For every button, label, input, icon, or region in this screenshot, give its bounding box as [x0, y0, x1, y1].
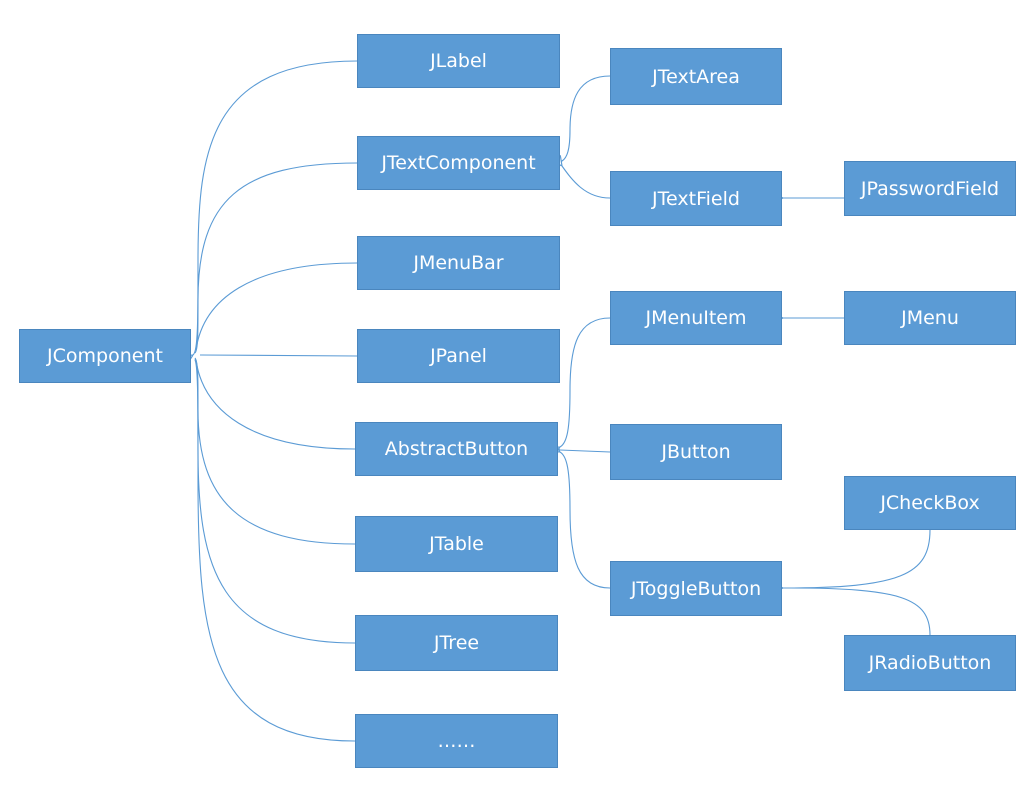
node-jpanel: JPanel	[357, 329, 560, 383]
node-more: ……	[355, 714, 558, 768]
edge-more-jcomponent	[194, 359, 356, 742]
edge-jtree-jcomponent	[194, 358, 356, 644]
edge-jtogglebutton-abstractbutton	[560, 452, 611, 589]
edge-jmenuitem-abstractbutton	[560, 317, 611, 447]
node-jtree: JTree	[355, 615, 558, 671]
node-abstractbutton: AbstractButton	[355, 422, 558, 476]
node-jtable: JTable	[355, 516, 558, 572]
edge-jpanel-jcomponent	[199, 354, 358, 357]
edge-jtextarea-jtextcomponent	[562, 75, 611, 161]
edge-jtextfield-jtextcomponent	[562, 166, 611, 199]
node-jcheckbox: JCheckBox	[844, 476, 1016, 530]
edge-jtable-jcomponent	[194, 357, 356, 545]
node-jmenuitem: JMenuItem	[610, 291, 782, 345]
node-jradiobutton: JRadioButton	[844, 635, 1016, 691]
edge-abstractbutton-jcomponent	[195, 359, 356, 450]
node-jtextfield: JTextField	[610, 171, 782, 226]
edge-jbutton-abstractbutton	[560, 450, 611, 452]
edge-jcheckbox-jtogglebutton	[783, 529, 931, 588]
node-jtogglebutton: JToggleButton	[610, 561, 782, 616]
edge-jlabel-jcomponent	[193, 60, 358, 355]
node-jtextarea: JTextArea	[610, 48, 782, 105]
node-jtextcomponent: JTextComponent	[357, 136, 560, 190]
node-jbutton: JButton	[610, 424, 782, 480]
node-jcomponent: JComponent	[19, 329, 191, 383]
node-jmenu: JMenu	[844, 291, 1016, 345]
edge-jradiobutton-jtogglebutton	[789, 587, 931, 636]
edge-jmenubar-jcomponent	[195, 262, 358, 351]
node-jmenubar: JMenuBar	[357, 236, 560, 290]
node-jpasswordfield: JPasswordField	[844, 161, 1016, 216]
node-jlabel: JLabel	[357, 34, 560, 88]
edge-jtextcomponent-jcomponent	[194, 162, 358, 354]
